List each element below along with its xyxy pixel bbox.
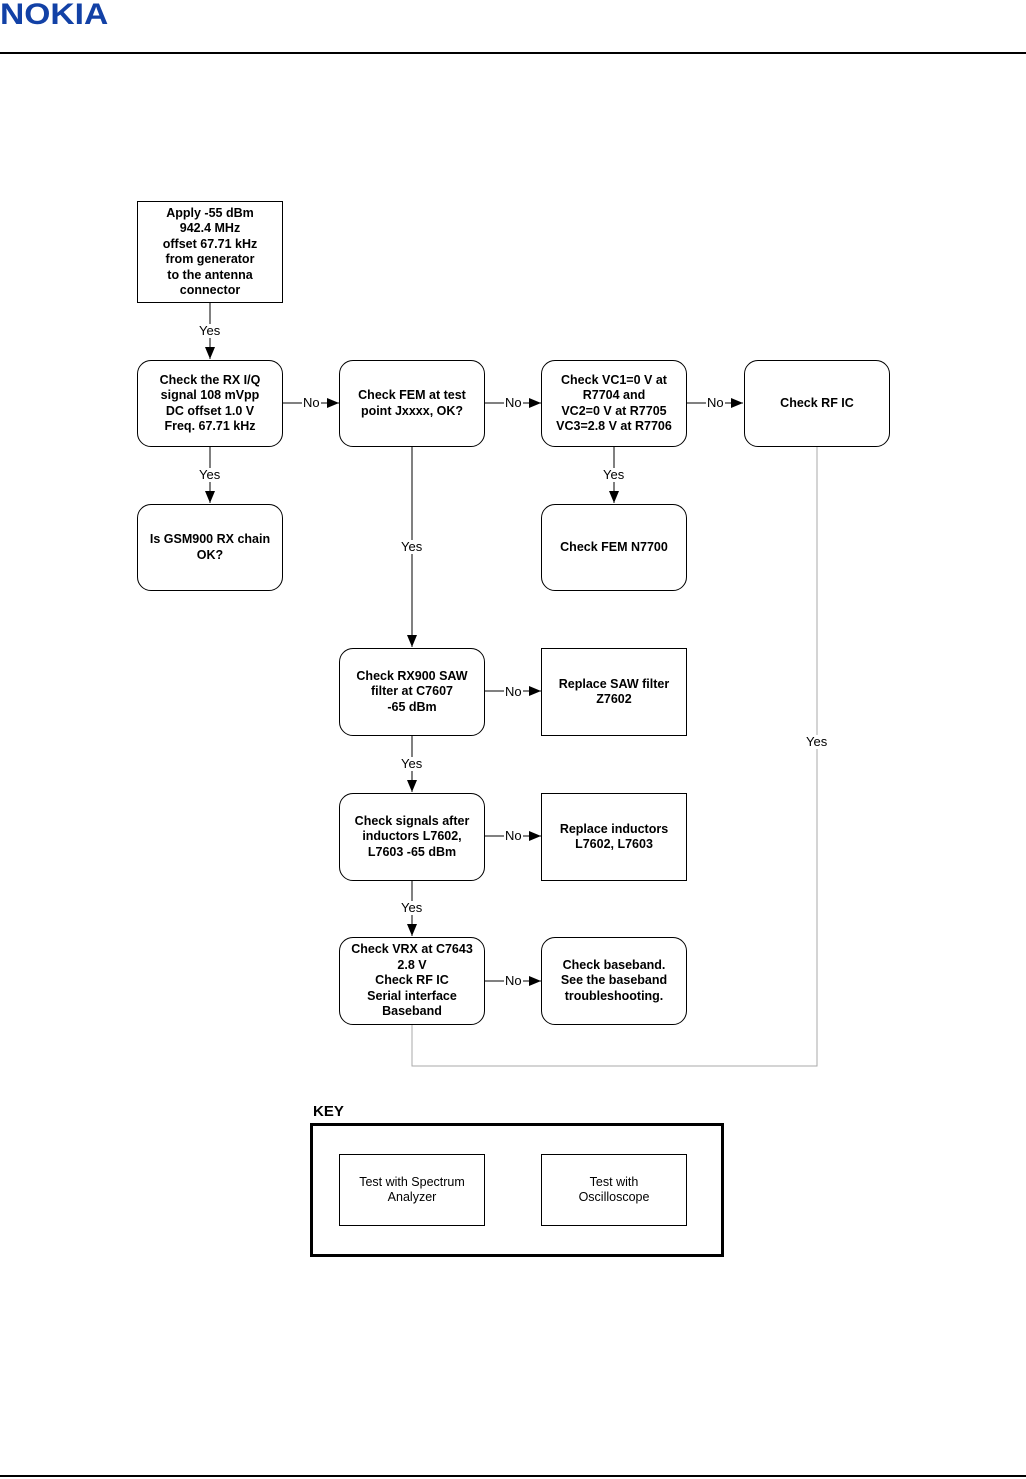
edge-label-yes: Yes <box>400 539 424 554</box>
node-replace-saw: Replace SAW filter Z7602 <box>541 648 687 736</box>
edge-label-yes: Yes <box>805 734 829 749</box>
key-frame <box>310 1123 724 1257</box>
node-check-vrx: Check VRX at C7643 2.8 V Check RF IC Ser… <box>339 937 485 1025</box>
node-check-fem-test-point: Check FEM at test point Jxxxx, OK? <box>339 360 485 447</box>
nokia-logo: NOKIA <box>0 0 109 31</box>
edge-label-no: No <box>504 684 523 699</box>
node-apply-signal: Apply -55 dBm 942.4 MHz offset 67.71 kHz… <box>137 201 283 303</box>
edge-label-yes: Yes <box>198 323 222 338</box>
edge-label-no: No <box>504 395 523 410</box>
edge-label-no: No <box>302 395 321 410</box>
node-check-rx900-saw: Check RX900 SAW filter at C7607 -65 dBm <box>339 648 485 736</box>
edge-rfic-loop <box>411 446 818 1067</box>
footer-divider <box>0 1475 1026 1477</box>
node-check-rf-ic: Check RF IC <box>744 360 890 447</box>
node-is-gsm900-ok: Is GSM900 RX chain OK? <box>137 504 283 591</box>
key-spectrum-analyzer: Test with Spectrum Analyzer <box>339 1154 485 1226</box>
edge-label-no: No <box>706 395 725 410</box>
node-check-fem-n7700: Check FEM N7700 <box>541 504 687 591</box>
header-divider <box>0 52 1026 54</box>
edge-label-yes: Yes <box>198 467 222 482</box>
node-replace-inductors: Replace inductors L7602, L7603 <box>541 793 687 881</box>
edge-label-yes: Yes <box>602 467 626 482</box>
node-check-vc: Check VC1=0 V at R7704 and VC2=0 V at R7… <box>541 360 687 447</box>
node-check-signals-inductors: Check signals after inductors L7602, L76… <box>339 793 485 881</box>
node-check-rx-iq: Check the RX I/Q signal 108 mVpp DC offs… <box>137 360 283 447</box>
node-check-baseband: Check baseband. See the baseband trouble… <box>541 937 687 1025</box>
key-oscilloscope: Test with Oscilloscope <box>541 1154 687 1226</box>
edge-label-no: No <box>504 973 523 988</box>
edge-label-no: No <box>504 828 523 843</box>
edge-label-yes: Yes <box>400 756 424 771</box>
edge-label-yes: Yes <box>400 900 424 915</box>
key-title: KEY <box>313 1103 344 1120</box>
